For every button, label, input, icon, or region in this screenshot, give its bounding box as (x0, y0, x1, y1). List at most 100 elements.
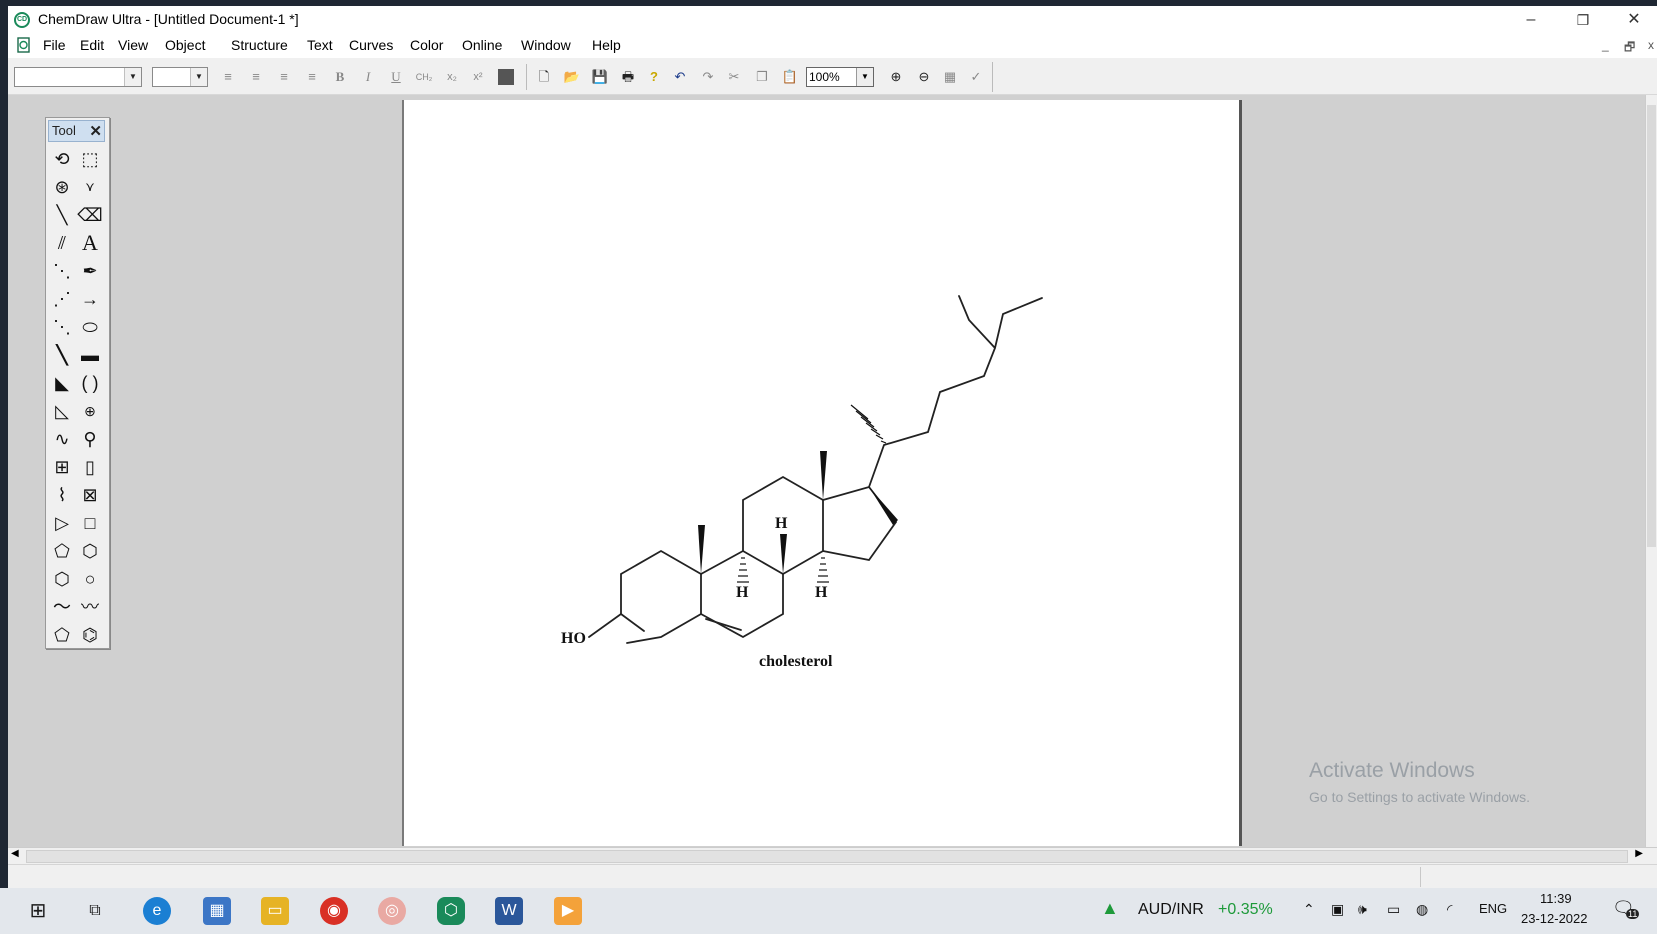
hollow-wedge-icon[interactable]: ◺ (55, 401, 69, 421)
chrome-browser-icon[interactable]: ◉ (320, 897, 348, 925)
menu-view[interactable]: View (118, 37, 149, 53)
volume-icon[interactable]: 🕪 (1358, 901, 1367, 917)
menu-help[interactable]: Help (592, 37, 621, 53)
cyclohexane-icon[interactable]: ⬡ (82, 541, 98, 561)
chair-icon-2[interactable]: 〰 (81, 597, 99, 617)
templates-icon[interactable]: ⊠ (82, 485, 98, 505)
network-icon[interactable]: ◍ (1416, 901, 1429, 917)
app-icon[interactable]: ◎ (378, 897, 406, 925)
pen-icon[interactable]: ✒ (82, 261, 98, 281)
hashed-bond-icon[interactable]: ⋰ (53, 289, 71, 309)
chemdraw-taskbar-icon[interactable]: ⬡ (437, 897, 465, 925)
mdi-close-button[interactable]: x (1648, 38, 1654, 52)
chevron-down-icon[interactable]: ▼ (190, 68, 207, 86)
align-left-icon[interactable]: ≡ (224, 69, 232, 84)
battery-icon[interactable]: ▭ (1387, 901, 1401, 917)
menu-text[interactable]: Text (307, 37, 333, 53)
dashed-bond-icon[interactable]: ⋱ (53, 261, 71, 281)
orbital-icon[interactable]: ⬭ (82, 317, 98, 337)
palette-title-bar[interactable]: Tool✕ (48, 120, 105, 142)
rotate-icon[interactable]: ⊛ (54, 177, 70, 197)
zoom-in-icon[interactable]: ⊕ (890, 69, 902, 84)
document-icon[interactable] (16, 37, 32, 54)
print-icon[interactable]: 🖶 (621, 69, 635, 84)
menu-online[interactable]: Online (462, 37, 503, 53)
menu-file[interactable]: File (43, 37, 66, 53)
chevron-down-icon[interactable]: ▼ (124, 68, 141, 86)
stock-trend-icon[interactable]: ▲ (1101, 898, 1119, 918)
superscript-icon[interactable]: x² (473, 71, 483, 83)
marquee-icon[interactable]: ⬚ (81, 149, 99, 169)
restore-button[interactable]: ❐ (1576, 12, 1590, 28)
close-button[interactable]: ✕ (1627, 11, 1641, 28)
file-explorer-icon[interactable]: ▭ (261, 897, 289, 925)
chair-icon-1[interactable]: 〜 (53, 597, 71, 617)
hashed-wedge-icon[interactable]: ⋱ (53, 317, 71, 337)
menu-curves[interactable]: Curves (349, 37, 394, 53)
query-icon[interactable]: ⚲ (83, 429, 97, 449)
minimize-button[interactable]: – (1526, 11, 1536, 28)
help-icon[interactable]: ? (650, 69, 658, 84)
task-view-icon[interactable]: ⧉ (89, 902, 101, 919)
wavy-bond-icon[interactable]: ∿ (54, 429, 70, 449)
formula-icon[interactable]: CH₂ (415, 72, 433, 82)
document-canvas[interactable]: HO H H H cholesterol (402, 100, 1242, 846)
menu-structure[interactable]: Structure (231, 37, 288, 53)
arrow-tool-icon[interactable]: → (81, 289, 99, 309)
cycloheptane-icon[interactable]: ⬡ (54, 569, 70, 589)
copy-icon[interactable]: ❐ (756, 69, 768, 84)
ticker-change[interactable]: +0.35% (1218, 901, 1273, 918)
mdi-restore-button[interactable]: 🗗 (1624, 40, 1636, 54)
scroll-left-icon[interactable]: ◀ (11, 848, 19, 859)
show-page-icon[interactable]: ▦ (943, 69, 957, 84)
solid-bond-icon[interactable]: ╲ (56, 205, 68, 225)
meet-now-icon[interactable]: ▣ (1331, 901, 1345, 917)
cyclooctane-icon[interactable]: ○ (84, 569, 96, 589)
new-document-icon[interactable]: 🗋 (538, 69, 550, 84)
chevron-down-icon[interactable]: ▼ (856, 68, 873, 86)
clock-time[interactable]: 11:39 (1540, 891, 1572, 906)
cyclopropane-icon[interactable]: ▷ (55, 513, 69, 533)
bold-bond-icon[interactable]: ╲ (56, 345, 68, 365)
italic-icon[interactable]: I (365, 69, 371, 84)
undo-icon[interactable]: ↶ (674, 69, 686, 84)
ticker-name[interactable]: AUD/INR (1138, 901, 1204, 918)
cyclobutane-icon[interactable]: □ (84, 513, 96, 533)
scrollbar-thumb[interactable] (26, 850, 1628, 863)
save-icon[interactable]: 💾 (591, 69, 609, 84)
menu-color[interactable]: Color (410, 37, 444, 53)
scroll-right-icon[interactable]: ▶ (1635, 848, 1643, 859)
check-structure-icon[interactable]: ✓ (970, 69, 982, 84)
subscript-icon[interactable]: x₂ (447, 71, 457, 83)
double-bond-icon[interactable]: ⫽ (57, 233, 67, 253)
lasso-icon[interactable]: ⟲ (54, 149, 70, 169)
scrollbar-thumb[interactable] (1647, 105, 1656, 547)
justify-icon[interactable]: ≡ (308, 69, 316, 84)
clock-date[interactable]: 23-12-2022 (1521, 911, 1588, 926)
menu-edit[interactable]: Edit (80, 37, 105, 53)
align-center-icon[interactable]: ≡ (252, 69, 260, 84)
menu-window[interactable]: Window (521, 37, 571, 53)
redo-icon[interactable]: ↷ (702, 69, 714, 84)
windows-start-icon[interactable]: ⊞ (29, 900, 47, 922)
benzene-icon[interactable]: ⌬ (82, 625, 98, 645)
edge-browser-icon[interactable]: e (143, 897, 171, 925)
text-color-icon[interactable] (496, 68, 516, 86)
cholesterol-structure[interactable]: HO H H H cholesterol (404, 100, 1239, 846)
font-size-combo[interactable]: ▼ (152, 67, 208, 87)
chevron-up-icon[interactable]: ⌃ (1303, 901, 1315, 917)
media-player-icon[interactable]: ▶ (554, 897, 582, 925)
word-icon[interactable]: W (495, 897, 523, 925)
cyclopentane-icon[interactable]: ⬠ (54, 541, 70, 561)
chemical-symbols-icon[interactable]: ⊕ (84, 403, 96, 419)
calculator-icon[interactable]: ▦ (203, 897, 231, 925)
wifi-icon[interactable]: ◜ (1447, 901, 1453, 917)
cut-icon[interactable]: ✂ (728, 69, 740, 84)
open-folder-icon[interactable]: 📂 (563, 69, 581, 84)
input-language[interactable]: ENG (1479, 901, 1508, 916)
palette-close-icon[interactable]: ✕ (89, 123, 102, 140)
cyclopentadiene-icon[interactable]: ⬠ (54, 625, 70, 645)
paste-icon[interactable]: 📋 (781, 69, 799, 84)
text-tool-icon[interactable]: A (82, 230, 98, 255)
bold-icon[interactable]: B (335, 69, 345, 84)
